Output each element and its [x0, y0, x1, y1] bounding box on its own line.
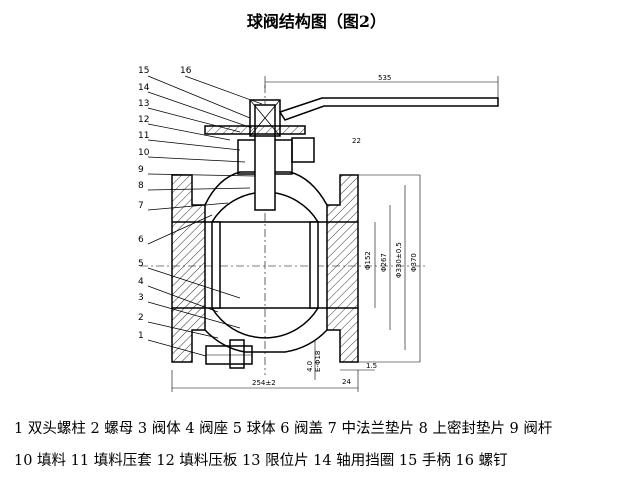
parts-legend-line-1: 1 双头螺柱 2 螺母 3 阀体 4 阀座 5 球体 6 阀盖 7 中法兰垫片 … — [14, 421, 553, 437]
seat-right — [309, 221, 319, 309]
leader-lines — [147, 75, 263, 357]
ball-bottom — [211, 307, 319, 339]
page-title: 球阀结构图（图2） — [246, 12, 387, 31]
dimension-lines — [171, 76, 499, 392]
callout-8: 8 — [138, 181, 144, 191]
callout-15: 15 — [138, 66, 149, 76]
body-lower — [204, 329, 328, 353]
dimension-outer: Φ370 — [410, 253, 418, 272]
callout-16: 16 — [180, 66, 192, 76]
callout-3: 3 — [138, 293, 144, 303]
ball-valve-drawing: 15 16 14 13 12 11 10 9 8 7 6 5 4 3 2 1 5… — [138, 66, 499, 392]
stem — [254, 104, 276, 211]
callout-14: 14 — [138, 83, 150, 93]
dimension-gap-1p5: 1.5 — [366, 362, 377, 370]
callout-2: 2 — [138, 313, 144, 323]
callout-9: 9 — [138, 165, 144, 175]
callout-10: 10 — [138, 148, 150, 158]
dimension-gap-24: 24 — [342, 378, 351, 386]
stop-plate — [291, 137, 315, 163]
dimension-bore: Φ152 — [364, 251, 372, 270]
seat-left — [211, 221, 221, 309]
dimension-flange-thickness: 22 — [352, 137, 361, 145]
callout-5: 5 — [138, 259, 144, 269]
valve-body — [171, 97, 499, 369]
callout-11: 11 — [138, 131, 149, 141]
dimension-bottom-length: 254±2 — [252, 379, 276, 387]
callout-1: 1 — [138, 331, 144, 341]
callout-6: 6 — [138, 235, 144, 245]
handle — [278, 97, 499, 121]
callout-12: 12 — [138, 115, 149, 125]
callout-7: 7 — [138, 201, 144, 211]
nut — [229, 339, 245, 369]
callout-4: 4 — [138, 277, 144, 287]
right-flange — [326, 174, 359, 363]
dimension-top-length: 535 — [378, 74, 391, 82]
dimension-small-offset: 4.0 — [306, 361, 314, 372]
dimension-bolt-circle: Φ330±0.5 — [395, 242, 403, 278]
callout-13: 13 — [138, 99, 149, 109]
gland-plate — [204, 125, 306, 135]
dimension-raised-face: Φ267 — [380, 253, 388, 272]
dimension-face-label: E-Φ18 — [314, 351, 322, 372]
parts-legend-line-2: 10 填料 11 填料压套 12 填料压板 13 限位片 14 轴用挡圈 15 … — [14, 453, 508, 469]
